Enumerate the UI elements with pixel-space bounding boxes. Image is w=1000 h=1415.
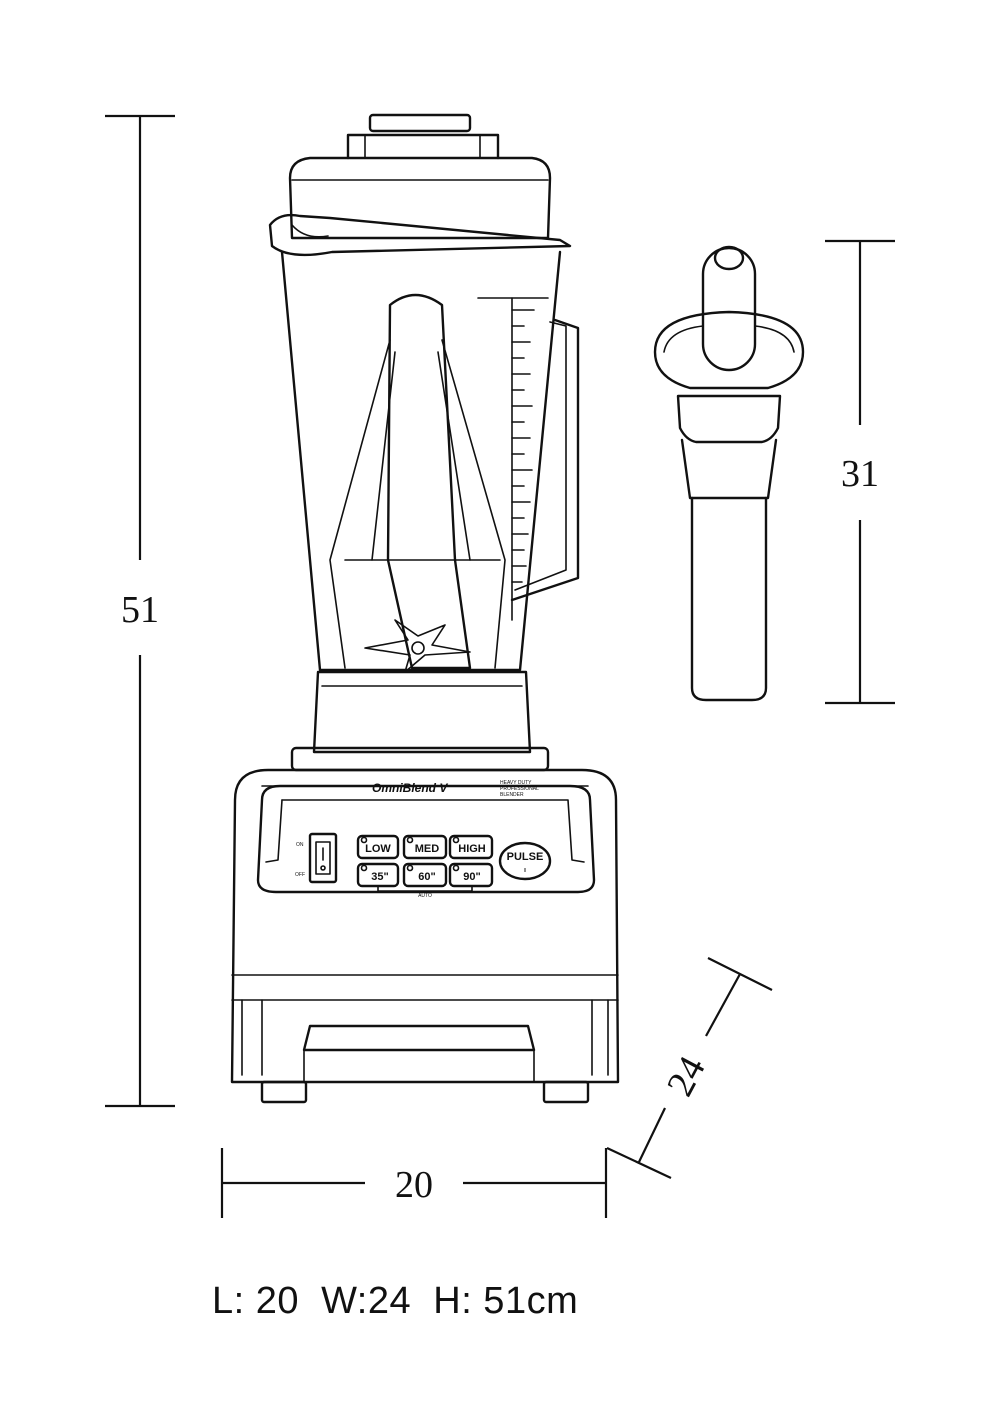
depth-label: 24 (659, 1050, 714, 1103)
tamper-dimension: 31 (825, 239, 895, 705)
button-med[interactable]: MED (402, 834, 448, 860)
button-med-label: MED (415, 843, 440, 855)
button-90-label: 90" (463, 871, 480, 883)
switch-off-label: OFF (295, 872, 305, 878)
button-pulse-label: PULSE (507, 851, 544, 863)
switch-on-label: ON (296, 842, 304, 848)
tamper-length-label: 31 (841, 453, 879, 495)
button-35-label: 35" (371, 871, 388, 883)
button-35[interactable]: 35" (356, 862, 400, 888)
subtitle-line-1: HEAVY DUTY (500, 780, 532, 786)
brand-name: OmniBlend V (372, 781, 448, 795)
button-pulse-sub: II (524, 868, 527, 874)
button-high-label: HIGH (458, 843, 486, 855)
auto-label: AUTO (418, 893, 432, 899)
subtitle-line-2: PROFESSIONAL (500, 786, 539, 792)
width-dimension: 20 (220, 1148, 608, 1218)
button-high[interactable]: HIGH (448, 834, 494, 860)
motor-base (230, 768, 620, 1104)
power-switch[interactable] (308, 832, 338, 884)
button-60[interactable]: 60" (402, 862, 448, 888)
jar-base (290, 670, 550, 772)
button-90[interactable]: 90" (448, 862, 494, 888)
tamper (653, 245, 805, 702)
button-60-label: 60" (418, 871, 435, 883)
dimension-caption: L: 20 W:24 H: 51cm (212, 1280, 579, 1322)
subtitle-line-3: BLENDER (500, 792, 524, 798)
height-dimension: 51 (105, 114, 175, 1108)
control-panel: OmniBlend V HEAVY DUTY PROFESSIONAL BLEN… (256, 780, 596, 899)
width-label: 20 (395, 1164, 433, 1206)
blender-lid (268, 113, 572, 257)
button-low[interactable]: LOW (356, 834, 400, 860)
button-low-label: LOW (365, 843, 391, 855)
depth-dimension: 24 (606, 957, 773, 1179)
button-pulse[interactable]: PULSE II (498, 841, 552, 881)
height-label: 51 (121, 589, 159, 631)
blender-jar (280, 250, 580, 673)
